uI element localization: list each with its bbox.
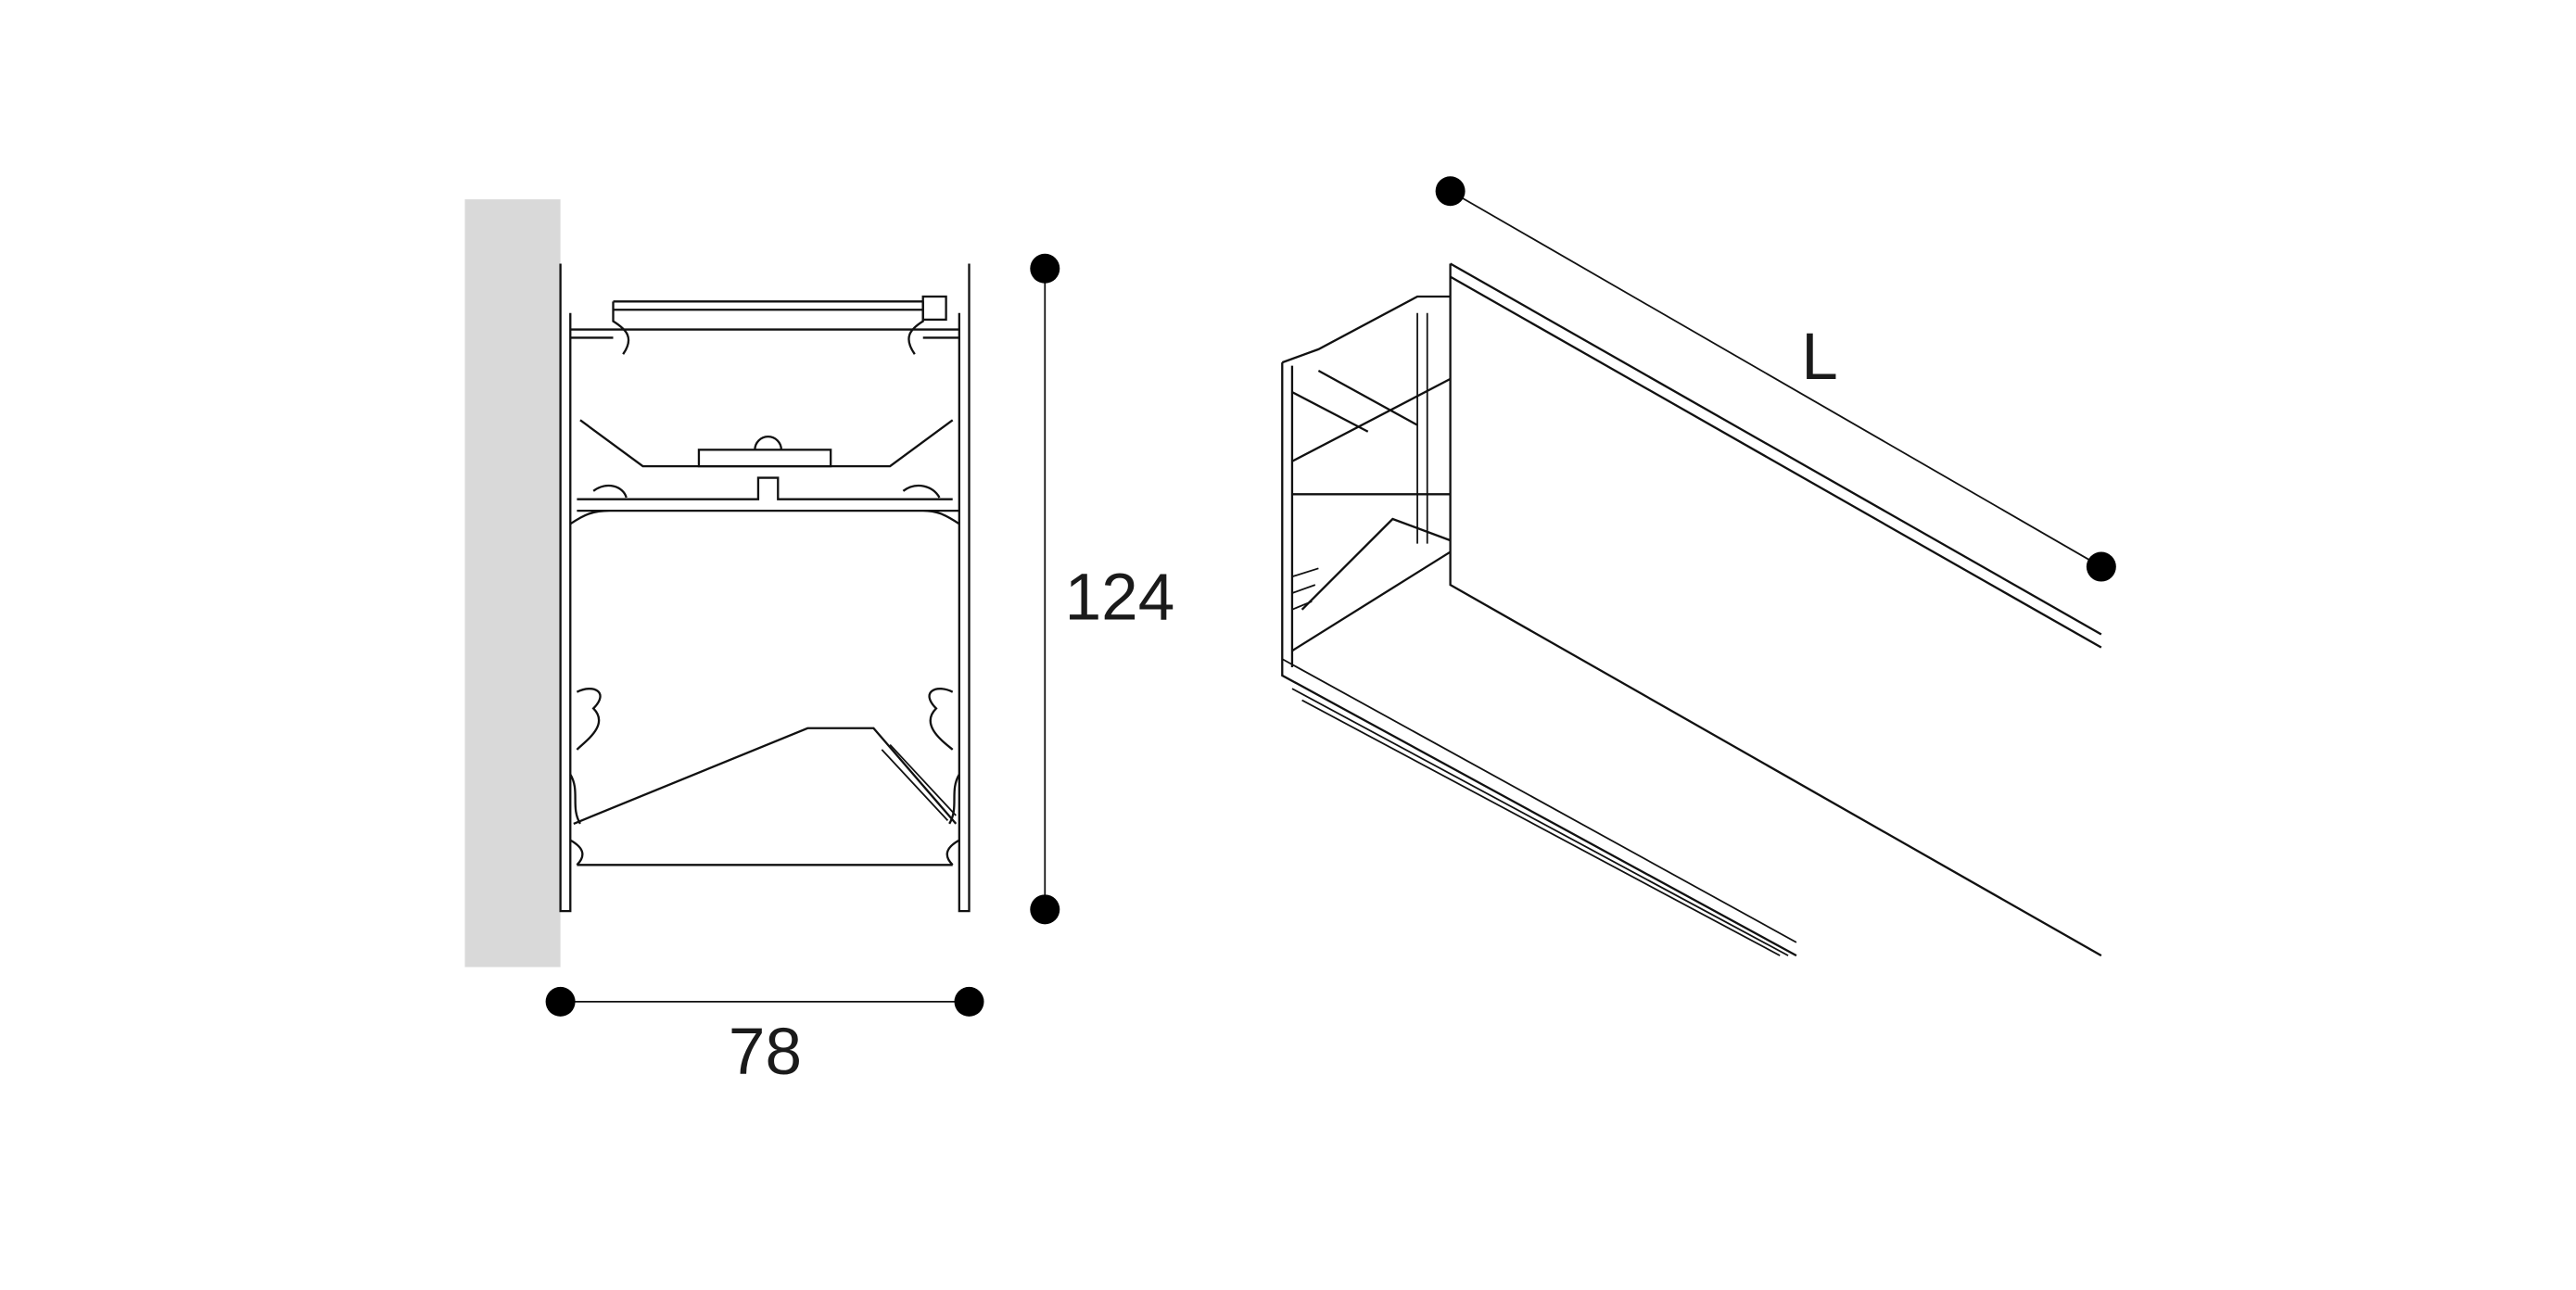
wall [464,199,561,968]
width-label: 78 [729,1016,802,1089]
height-label: 124 [1065,561,1175,634]
length-label: L [1801,321,1838,394]
perspective-view: L [1281,176,2116,957]
section-view: 124 78 [464,199,1175,1089]
profile-cross-section [559,263,971,913]
height-dimension: 124 [1030,253,1175,925]
length-dimension: L [1435,176,2116,582]
width-dimension: 78 [545,986,984,1089]
